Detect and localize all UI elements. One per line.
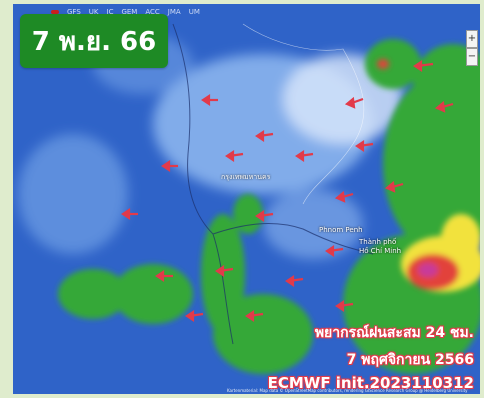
model-tab-jma[interactable]: JMA	[167, 8, 181, 16]
map-attribution: Kartenmaterial: Map data © OpenStreetMap…	[227, 388, 468, 393]
model-tab-gfs[interactable]: GFS	[67, 8, 81, 16]
zoom-out-button[interactable]: −	[466, 48, 478, 66]
forecast-map-frame[interactable]: GFS UK IC GEM ACC JMA UM + − กรุงเทพมหาน…	[13, 4, 480, 394]
forecast-title: พยากรณ์ฝนสะสม 24 ชม.	[314, 325, 474, 341]
zoom-in-button[interactable]: +	[466, 30, 478, 48]
model-tab-active[interactable]	[51, 10, 59, 14]
date-badge: 7 พ.ย. 66	[20, 14, 168, 68]
model-tab-acc[interactable]: ACC	[145, 8, 160, 16]
model-selector-bar: GFS UK IC GEM ACC JMA UM	[13, 4, 480, 20]
city-label-phnom-penh: Phnom Penh	[319, 226, 363, 234]
city-label-bangkok: กรุงเทพมหานคร	[221, 173, 271, 181]
model-tab-gem[interactable]: GEM	[121, 8, 138, 16]
rain-forecast-map[interactable]	[13, 4, 480, 394]
model-tab-uk[interactable]: UK	[88, 8, 99, 16]
forecast-date: 7 พฤศจิกายน 2566	[346, 352, 474, 368]
city-label-hcmc-1: Thành phố	[359, 238, 397, 246]
city-label-hcmc-2: Hồ Chí Minh	[359, 247, 402, 255]
model-init-label: ECMWF init.2023110312	[267, 374, 474, 392]
model-tab-ic[interactable]: IC	[106, 8, 114, 16]
model-tab-um[interactable]: UM	[188, 8, 200, 16]
